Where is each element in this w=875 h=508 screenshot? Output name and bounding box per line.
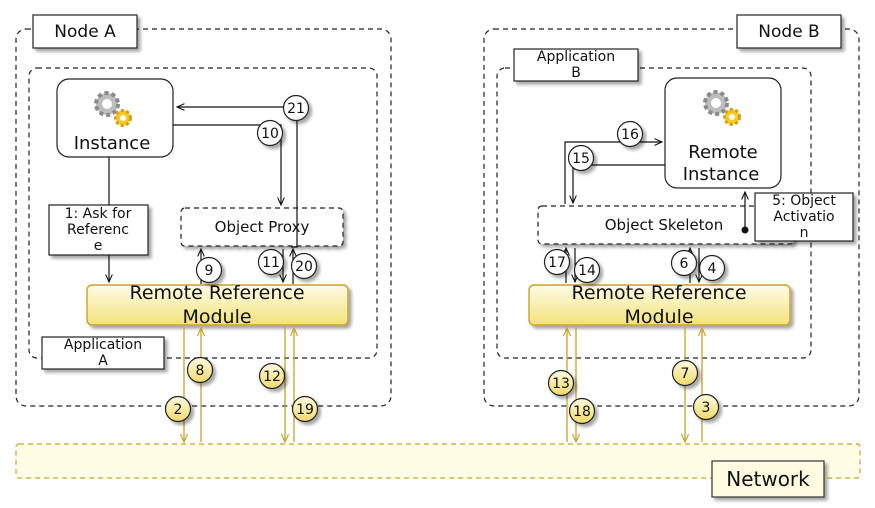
application-a-label-box: Application A [41, 336, 165, 370]
network-label-box: Network [711, 460, 825, 498]
step-badge-17: 17 [543, 248, 571, 276]
step-badge-19: 19 [291, 395, 319, 423]
node-b-title: Node B [758, 22, 819, 42]
rrm-a-label-line1: Remote Reference [129, 282, 304, 304]
instance-a-label: Instance [74, 133, 151, 154]
ask-for-reference-line2: Referenc [67, 222, 129, 238]
application-a-label-line1: Application [64, 337, 142, 353]
object-skeleton-label: Object Skeleton [605, 216, 723, 234]
step-badge-label: 9 [205, 263, 214, 279]
node-a-arrows [109, 107, 298, 284]
gear-icon [94, 91, 132, 127]
ask-for-reference-note: 1: Ask for Referenc e [48, 204, 149, 256]
object-skeleton-box: Object Skeleton [537, 205, 795, 245]
remote-instance-b-box: Remote Instance [664, 77, 782, 189]
step-badge-label: 4 [708, 261, 717, 277]
ask-for-reference-line3: e [94, 238, 103, 254]
object-activation-line1: 5: Object [772, 193, 836, 209]
step-badge-label: 7 [681, 366, 690, 382]
node-a-title: Node A [54, 22, 116, 42]
remote-reference-module-a: Remote Reference Module [86, 282, 349, 328]
step-badge-label: 16 [621, 127, 639, 143]
step-badge-11: 11 [257, 248, 285, 276]
instance-a-box: Instance [56, 78, 174, 158]
node-a-container [15, 28, 392, 407]
object-proxy-label: Object Proxy [215, 218, 310, 236]
step-badge-label: 8 [196, 363, 205, 379]
node-b-title-box: Node B [736, 14, 842, 49]
object-activation-line3: n [800, 225, 809, 241]
rrm-b-label-line1: Remote Reference [571, 282, 746, 304]
step-badge-label: 2 [174, 402, 183, 418]
step-badge-label: 13 [552, 376, 570, 392]
step-badge-label: 19 [296, 402, 314, 418]
application-b-label-line2: B [571, 65, 581, 81]
object-activation-note: 5: Object Activatio n [754, 192, 854, 242]
network-bar [15, 443, 861, 479]
step-badge-label: 10 [261, 126, 279, 142]
step-badge-label: 21 [287, 101, 305, 117]
step-badge-label: 20 [295, 259, 313, 275]
network-label: Network [726, 467, 810, 491]
step-badge-label: 3 [702, 400, 711, 416]
step-badge-9: 9 [195, 256, 223, 284]
step-badge-label: 17 [548, 255, 566, 271]
step-badge-15: 15 [567, 144, 595, 172]
step-badge-2: 2 [164, 395, 192, 423]
step-badge-label: 15 [572, 151, 590, 167]
step-badge-14: 14 [573, 256, 601, 284]
step-badge-12: 12 [258, 362, 286, 390]
network-arrows [184, 327, 702, 442]
step-badge-7: 7 [671, 359, 699, 387]
node-a-title-box: Node A [32, 14, 138, 49]
object-proxy-box: Object Proxy [180, 207, 344, 247]
gear-icon [703, 90, 741, 126]
remote-instance-b-label-line1: Remote [688, 142, 757, 163]
step-badge-10: 10 [256, 119, 284, 147]
rrm-a-label-line2: Module [182, 306, 251, 328]
remote-instance-b-label-line2: Instance [683, 164, 760, 185]
rrm-b-label-line2: Module [624, 306, 693, 328]
node-b-container [483, 28, 860, 407]
step-badge-label: 6 [680, 256, 689, 272]
step-badge-label: 11 [262, 255, 280, 271]
application-b-label-box: Application B [513, 48, 639, 82]
remote-reference-module-b: Remote Reference Module [528, 282, 791, 328]
step-badge-13: 13 [547, 369, 575, 397]
step-badge-18: 18 [568, 397, 596, 425]
step-badges: 2 3 4 6 7 8 9 10 11 12 13 14 15 16 17 18 19 20 21 [164, 94, 726, 425]
application-b-label-line1: Application [537, 49, 615, 65]
step-badge-label: 12 [263, 369, 281, 385]
step-badge-20: 20 [290, 252, 318, 280]
step-badge-16: 16 [616, 120, 644, 148]
step-badge-label: 14 [578, 263, 596, 279]
step-badge-8: 8 [186, 356, 214, 384]
application-b-container [496, 67, 812, 359]
step-badge-6: 6 [670, 249, 698, 277]
ask-for-reference-line1: 1: Ask for [65, 206, 132, 222]
step-badge-21: 21 [282, 94, 310, 122]
object-activation-line2: Activatio [773, 209, 834, 225]
application-a-label-line2: A [98, 353, 108, 369]
step-badge-label: 18 [573, 404, 591, 420]
step-badge-3: 3 [692, 393, 720, 421]
step-badge-4: 4 [698, 254, 726, 282]
